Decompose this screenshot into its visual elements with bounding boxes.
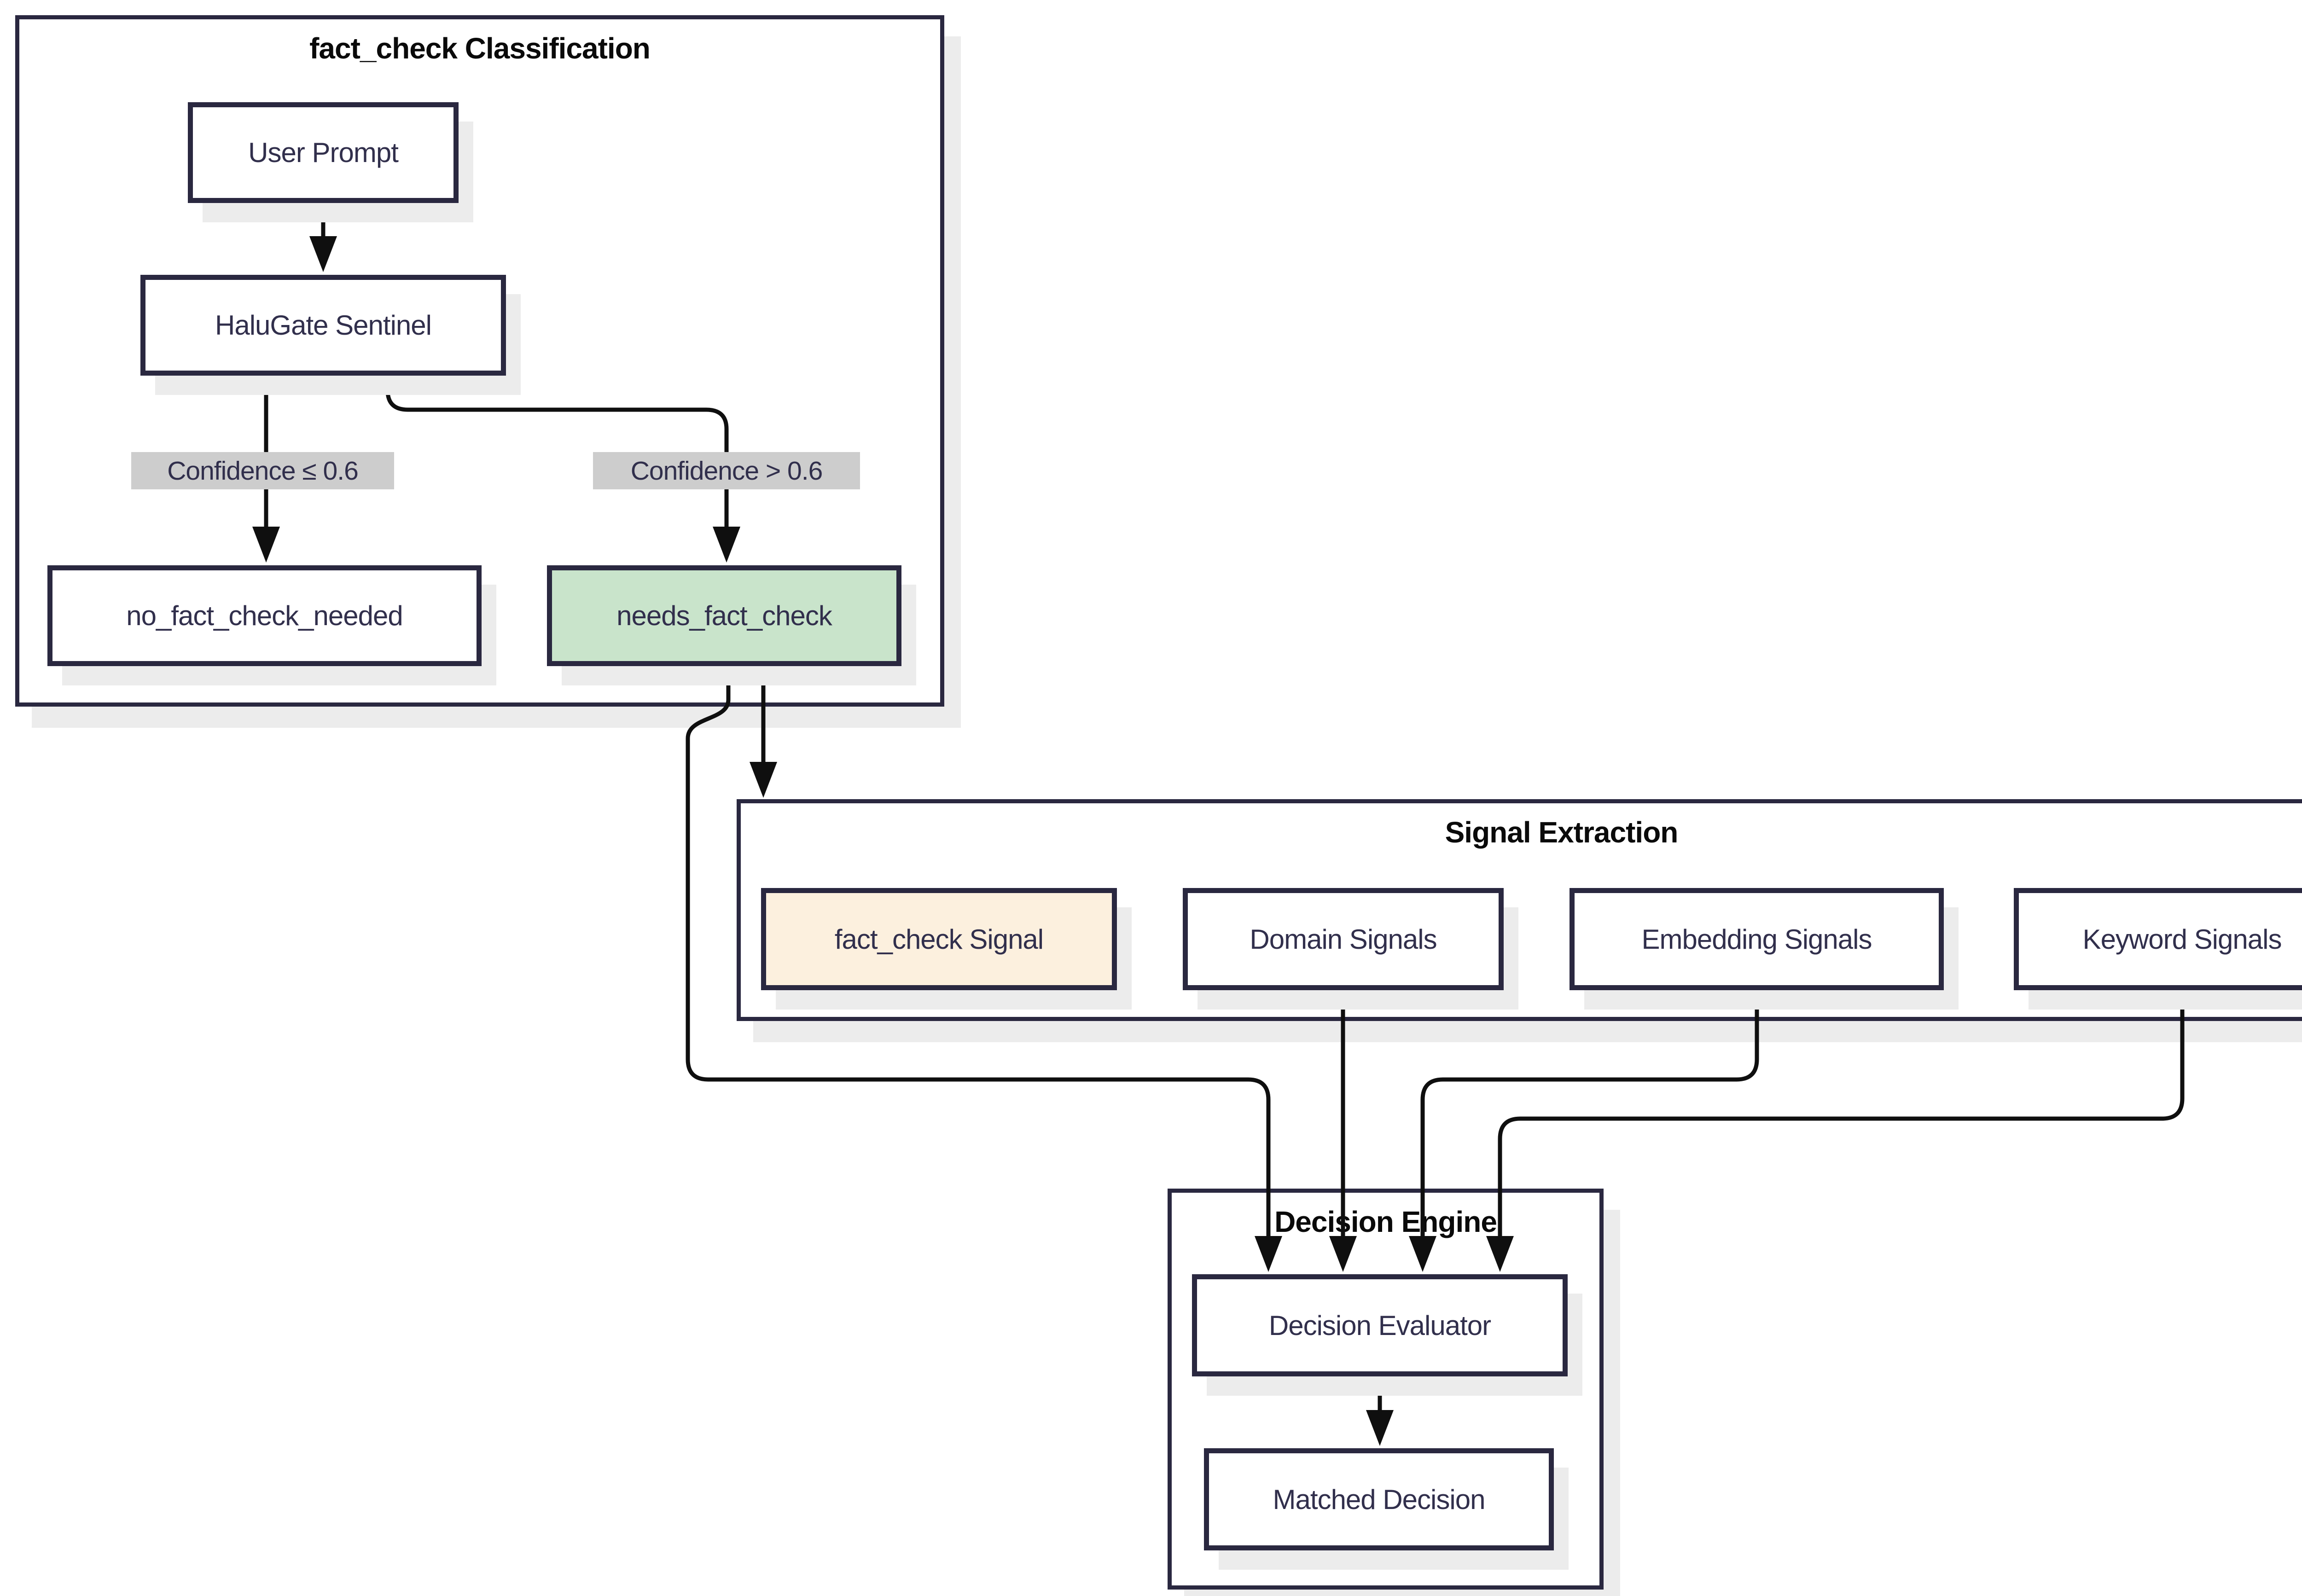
arrowhead-signalextraction	[750, 762, 777, 798]
node-user-prompt: User Prompt	[188, 102, 459, 203]
edge-needsfactcheck-evaluator	[686, 666, 1271, 1238]
node-fact-check-signal: fact_check Signal	[761, 888, 1117, 990]
node-no-fact-check-needed: no_fact_check_needed	[47, 565, 482, 666]
arrowhead-evaluator-4	[1486, 1236, 1514, 1272]
edge-halugate-needsfactcheck	[385, 376, 729, 529]
arrowhead-nofactcheck	[252, 527, 280, 563]
node-matched-decision: Matched Decision	[1204, 1448, 1554, 1550]
edge-embedding-evaluator	[1420, 990, 1759, 1238]
node-keyword-signals: Keyword Signals	[2014, 888, 2302, 990]
node-domain-signals: Domain Signals	[1183, 888, 1504, 990]
edge-label-confidence-high: Confidence > 0.6	[593, 452, 860, 489]
arrowhead-evaluator-2	[1329, 1236, 1357, 1272]
subgraph-title-fact-check-classification: fact_check Classification	[309, 32, 651, 65]
arrowhead-matched	[1366, 1410, 1394, 1446]
edge-keyword-evaluator	[1498, 990, 2185, 1238]
node-needs-fact-check: needs_fact_check	[547, 565, 901, 666]
arrowhead-needsfactcheck	[713, 527, 740, 563]
node-embedding-signals: Embedding Signals	[1570, 888, 1944, 990]
subgraph-title-signal-extraction: Signal Extraction	[1445, 816, 1679, 849]
edge-label-confidence-low: Confidence ≤ 0.6	[131, 452, 394, 489]
arrowhead-evaluator-1	[1255, 1236, 1282, 1272]
subgraph-title-decision-engine: Decision Engine	[1274, 1205, 1497, 1238]
arrowhead-halugate	[309, 236, 337, 272]
node-halugate-sentinel: HaluGate Sentinel	[140, 275, 506, 376]
node-decision-evaluator: Decision Evaluator	[1192, 1274, 1568, 1376]
arrowhead-evaluator-3	[1409, 1236, 1436, 1272]
